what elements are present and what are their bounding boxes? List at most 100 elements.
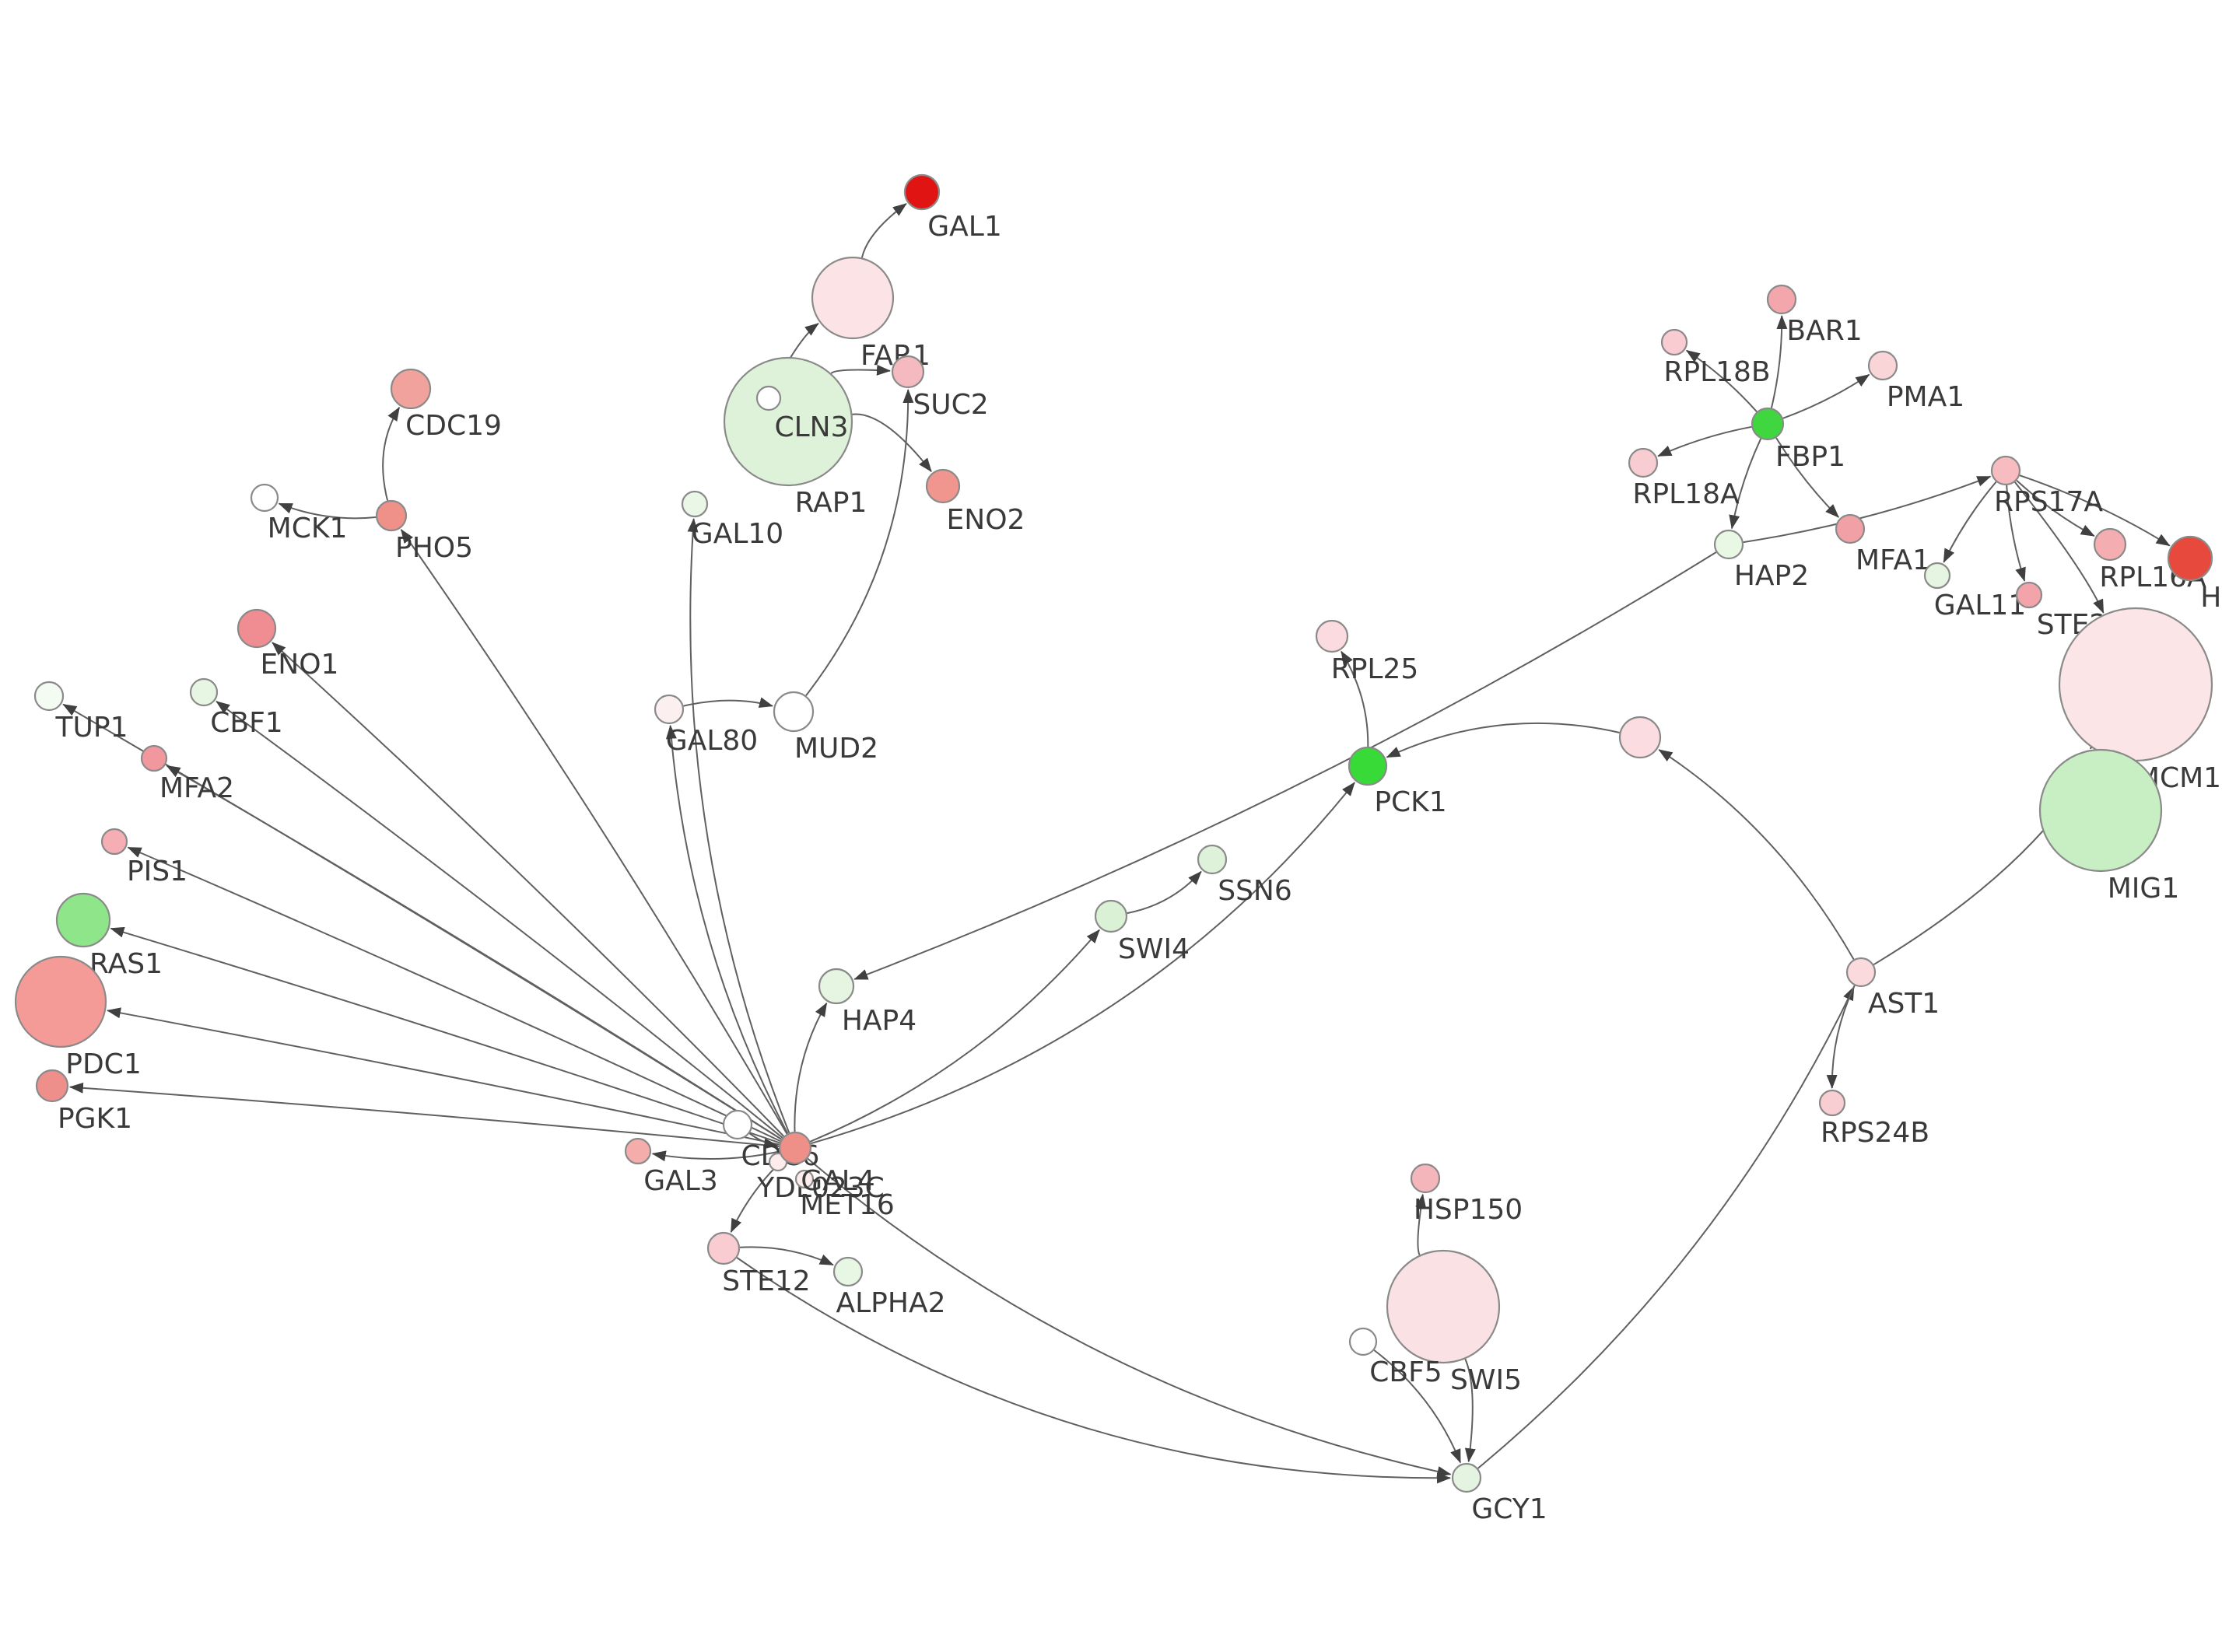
edge-GAL4-CBF1[interactable] [216,700,783,1139]
node-MCK1[interactable]: MCK1 [250,483,347,544]
node-MET16[interactable]: MET16 [794,1169,895,1221]
edge-RPS17A-HIS4[interactable] [2019,474,2171,547]
node-GAL4[interactable]: GAL4 [778,1131,875,1197]
edge-AST1-NODE_X[interactable] [1658,749,1855,960]
edge-AST1-RPS24B[interactable] [1826,985,1856,1089]
node-GAL1[interactable]: GAL1 [903,173,1002,243]
edge-SWI5-HSP150[interactable] [1415,1193,1427,1256]
node-GAL3[interactable]: GAL3 [624,1137,718,1197]
node-SSN6[interactable]: SSN6 [1197,844,1292,907]
node-YDL023C[interactable]: YDL023C [756,1152,885,1204]
node-HAP2[interactable]: HAP2 [1713,529,1809,592]
node-PMA1[interactable]: PMA1 [1867,350,1964,413]
edge-RPS17A-STE2[interactable] [2006,485,2026,582]
edge-CBF5-GCY1[interactable] [1373,1349,1462,1464]
edge-FBP1-RPL18B[interactable] [1685,349,1758,412]
node-RPS24B[interactable]: RPS24B [1818,1089,1929,1149]
edge-GAL4-RAS1[interactable] [110,926,780,1144]
node-SWI4[interactable]: SWI4 [1094,899,1190,965]
edge-PHO5-MCK1[interactable] [278,502,377,520]
edge-GAL4-PCK1[interactable] [810,782,1355,1145]
edge-FAR1-GAL1[interactable] [860,203,907,258]
edge-GAL4-ENO1[interactable] [272,642,785,1137]
node-PHO5[interactable]: PHO5 [375,499,473,564]
edge-FBP1-PMA1[interactable] [1782,373,1870,419]
node-HIS4[interactable]: HIS4 [2167,535,2222,614]
edge-GAL4-TUP1[interactable] [62,703,782,1140]
node-MUD2[interactable]: MUD2 [773,691,878,765]
node-FBP1[interactable]: FBP1 [1751,407,1845,473]
node-CBF1[interactable]: CBF1 [189,677,283,739]
node-ENO1[interactable]: ENO1 [237,608,338,681]
node-MFA2[interactable]: MFA2 [140,744,234,804]
edge-GAL4-SWI4[interactable] [809,929,1100,1143]
node-PGK1[interactable]: PGK1 [35,1069,132,1135]
edge-PHO5-CDC19[interactable] [382,406,401,501]
edge-GAL4-PIS1[interactable] [127,846,781,1143]
node-RPL25[interactable]: RPL25 [1315,619,1418,685]
node-CDC19[interactable]: CDC19 [390,368,502,442]
edge-PCK1-RPL25[interactable] [1341,650,1369,747]
node-RPL18A[interactable]: RPL18A [1628,447,1740,510]
edge-GAL4-PGK1[interactable] [68,1082,780,1147]
edge-GAL4-PHO5[interactable] [400,529,788,1135]
node-HAP4[interactable]: HAP4 [818,968,916,1037]
node-STE12[interactable]: STE12 [706,1231,811,1297]
edge-NODE_X-PCK1[interactable] [1386,722,1620,758]
node-ALPHA2[interactable]: ALPHA2 [832,1256,946,1319]
node-PDC1[interactable]: PDC1 [14,955,142,1080]
edge-FBP1-HAP2[interactable] [1729,438,1762,530]
edge-CDC6-GAL4[interactable] [748,1132,779,1150]
edge-GCY1-AST1[interactable] [1477,985,1855,1469]
node-SUC2[interactable]: SUC2 [891,355,989,421]
node-TUP1[interactable]: TUP1 [33,681,128,744]
edge-FBP1-MFA1[interactable] [1775,437,1839,518]
node-GAL11[interactable]: GAL11 [1923,562,2026,621]
node-PIS1[interactable]: PIS1 [100,828,188,887]
node-FAR1[interactable]: FAR1 [811,256,931,372]
edge-FBP1-BAR1[interactable] [1770,315,1788,408]
edge-GAL4-GCY1[interactable] [807,1157,1452,1477]
node-RAP1[interactable]: RAP1 [723,356,867,519]
node-GCY1[interactable]: GCY1 [1451,1462,1547,1525]
edge-GAL80-MUD2[interactable] [683,697,773,709]
node-SWI5[interactable]: SWI5 [1386,1249,1522,1396]
edge-RPS17A-RPL16A[interactable] [2016,480,2095,537]
edge-GAL4-GAL10[interactable] [687,518,790,1133]
edge-HAP2-HAP4[interactable] [853,551,1717,980]
edge-GAL4-GAL80[interactable] [665,724,789,1134]
edge-SWI4-SSN6[interactable] [1127,870,1202,915]
node-CBF5[interactable]: CBF5 [1348,1327,1442,1388]
node-GAL10[interactable]: GAL10 [681,490,783,550]
edge-SWI5-GCY1[interactable] [1464,1358,1476,1463]
edge-FBP1-RPL18A[interactable] [1657,425,1752,457]
edge-STE12-GCY1[interactable] [736,1257,1451,1484]
node-NODE_X[interactable] [1618,716,1662,759]
edge-RAP1-ENO2[interactable] [852,413,932,472]
edge-STE12-ALPHA2[interactable] [739,1246,834,1266]
edge-RAP1-SUC2[interactable] [830,364,891,376]
node-MIG1[interactable]: MIG1 [2038,748,2179,905]
edge-GAL4-HAP4[interactable] [794,1002,828,1132]
edge-MUD2-SUC2[interactable] [805,389,914,697]
edge-RPS17A-GAL11[interactable] [1943,481,1997,563]
node-RAS1[interactable]: RAS1 [55,892,163,980]
node-AST1[interactable]: AST1 [1845,957,1940,1020]
node-label: MFA1 [1856,544,1930,576]
node-CLN3[interactable]: CLN3 [755,385,849,443]
edge-RPS17A-MCM1[interactable] [2014,481,2105,614]
edge-GAL4-GAL3[interactable] [651,1150,780,1162]
edge-GAL4-PDC1[interactable] [107,1007,780,1146]
node-BAR1[interactable]: BAR1 [1766,284,1863,347]
edge-HAP2-RPS17A[interactable] [1743,475,1992,544]
node-HSP150[interactable]: HSP150 [1410,1163,1523,1226]
node-RPS17A[interactable]: RPS17A [1990,455,2103,518]
node-MFA1[interactable]: MFA1 [1835,513,1930,576]
node-RPL18B[interactable]: RPL18B [1660,328,1771,388]
node-PCK1[interactable]: PCK1 [1348,746,1447,818]
node-GAL80[interactable]: GAL80 [654,694,758,757]
node-ENO2[interactable]: ENO2 [925,468,1025,536]
edge-GAL4-MFA2[interactable] [166,765,782,1140]
